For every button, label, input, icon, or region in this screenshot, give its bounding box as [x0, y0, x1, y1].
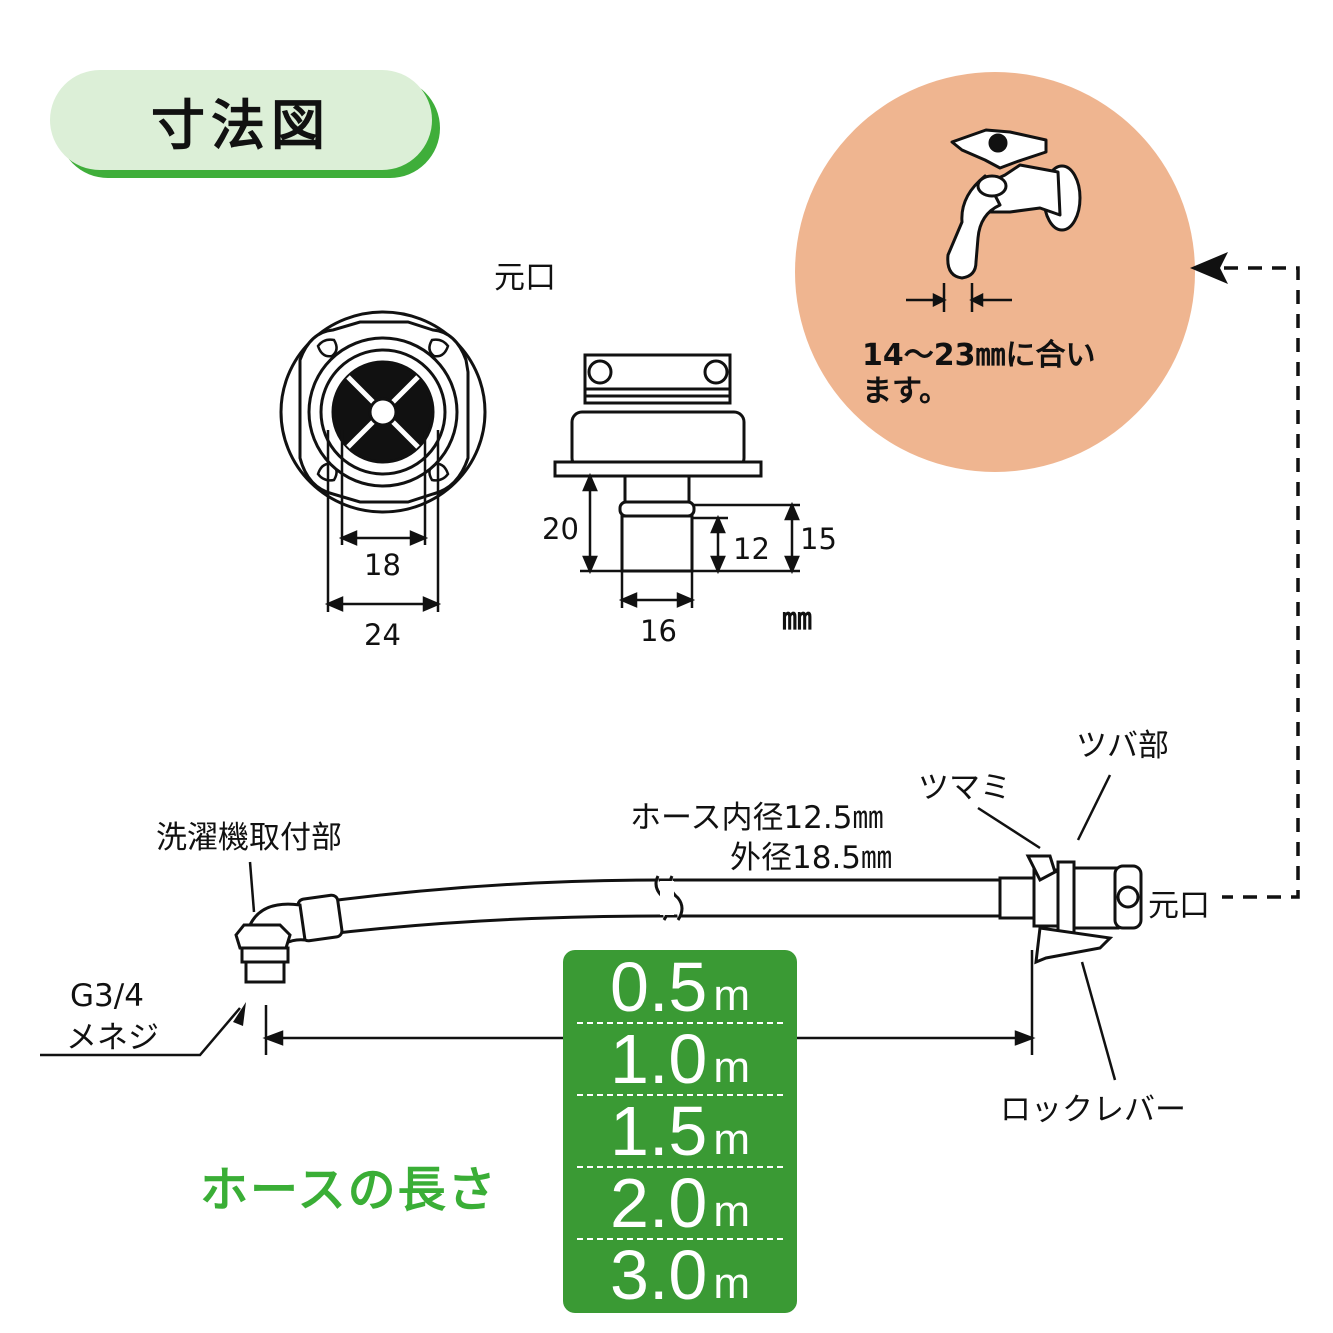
dim-side-outer-height: 15 [800, 522, 837, 556]
unit-label: ㎜ [782, 602, 812, 637]
thread-arrow-head [233, 1002, 246, 1026]
faucet-fit-note-line2: ます。 [862, 374, 949, 409]
dim-side-inner-height: 12 [733, 532, 770, 566]
dashed-arrow [1222, 266, 1300, 899]
hose-outer-diameter: 外径18.5㎜ [730, 840, 893, 876]
length-value: 1.0 [610, 1020, 708, 1098]
callout-lines [40, 774, 1117, 1081]
hose-inner-diameter: ホース内径12.5㎜ [630, 800, 884, 836]
length-value: 2.0 [610, 1164, 708, 1242]
dim-side-height: 20 [542, 512, 579, 546]
length-value: 3.0 [610, 1236, 708, 1314]
label-flange: ツバ部 [1076, 728, 1169, 764]
label-thread-type: メネジ [66, 1020, 159, 1056]
label-washer-attachment: 洗濯機取付部 [156, 820, 342, 856]
hose-length-title: ホースの長さ [200, 1162, 498, 1218]
length-unit: m [713, 1043, 750, 1092]
dim-front-inner: 18 [364, 548, 401, 582]
length-unit: m [713, 1115, 750, 1164]
label-motoguchi: 元口 [1148, 888, 1210, 924]
faucet-fit-note: 14〜23㎜に合い ます。 [862, 338, 1096, 410]
motoguchi-front-view [279, 310, 487, 514]
separator [577, 1238, 783, 1240]
faucet-fit-note-line1: 14〜23㎜に合い [862, 338, 1096, 373]
separator [577, 1166, 783, 1168]
faucet-width-indicator [906, 283, 1012, 312]
dim-front-outer: 24 [364, 618, 401, 652]
length-unit: m [713, 1259, 750, 1308]
faucet-icon [946, 128, 1082, 280]
motoguchi-side-view [553, 353, 763, 573]
separator [577, 1094, 783, 1096]
label-lock-lever: ロックレバー [1000, 1092, 1186, 1128]
length-value: 1.5 [610, 1092, 708, 1170]
length-dimension-line [262, 950, 1036, 1055]
page-title: 寸法図 [151, 93, 331, 157]
label-thread-size: G3/4 [70, 978, 144, 1014]
hose-drawing [234, 854, 1143, 984]
dim-side-width: 16 [640, 614, 677, 648]
length-unit: m [713, 1187, 750, 1236]
motoguchi-heading: 元口 [494, 260, 556, 296]
length-unit: m [713, 971, 750, 1020]
title-badge: 寸法図 [50, 70, 432, 170]
separator [577, 1022, 783, 1024]
front-dimension-lines [324, 430, 442, 612]
side-dimension-lines [580, 472, 800, 608]
label-knob: ツマミ [918, 770, 1011, 806]
arrow-head [1190, 252, 1228, 284]
hose-break [654, 875, 684, 921]
length-value: 0.5 [610, 948, 708, 1026]
